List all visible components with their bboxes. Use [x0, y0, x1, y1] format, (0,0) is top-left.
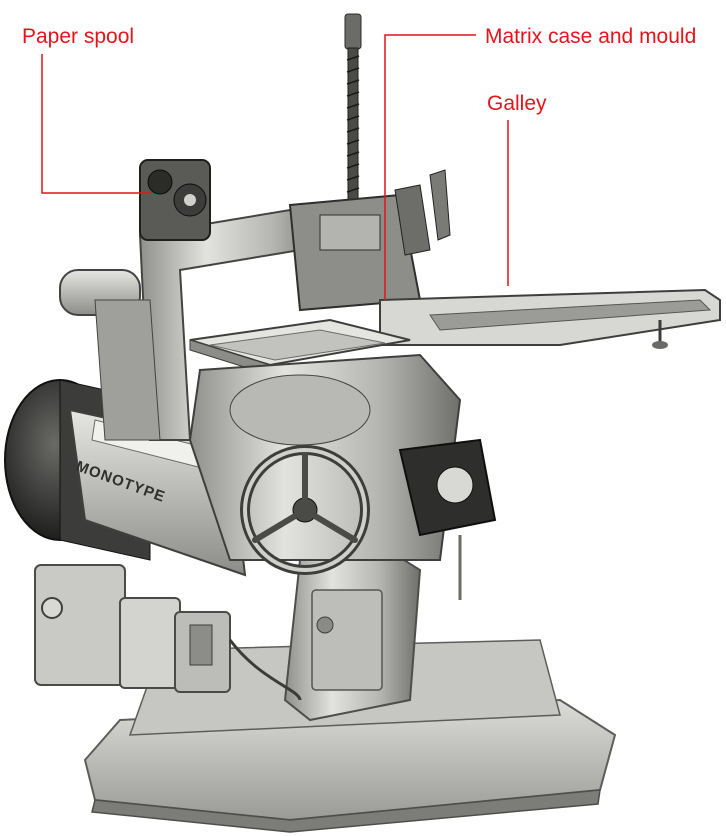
callout-galley: Galley — [487, 92, 547, 115]
control-boxes — [34, 564, 302, 701]
pedestal-column — [283, 543, 422, 722]
mould-mechanism — [288, 169, 451, 312]
paper-spool-leader — [41, 54, 151, 194]
matrix-case-leader — [384, 34, 476, 300]
callout-lines — [41, 34, 509, 300]
callout-paper-spool: Paper spool — [22, 25, 135, 48]
right-control-box — [398, 438, 497, 600]
galley-rail — [379, 288, 721, 349]
vertical-screw-column — [344, 13, 362, 204]
handwheel — [240, 445, 370, 575]
callout-matrix-case-and-mould: Matrix case and mould — [485, 25, 697, 48]
paper-tower — [139, 159, 211, 241]
